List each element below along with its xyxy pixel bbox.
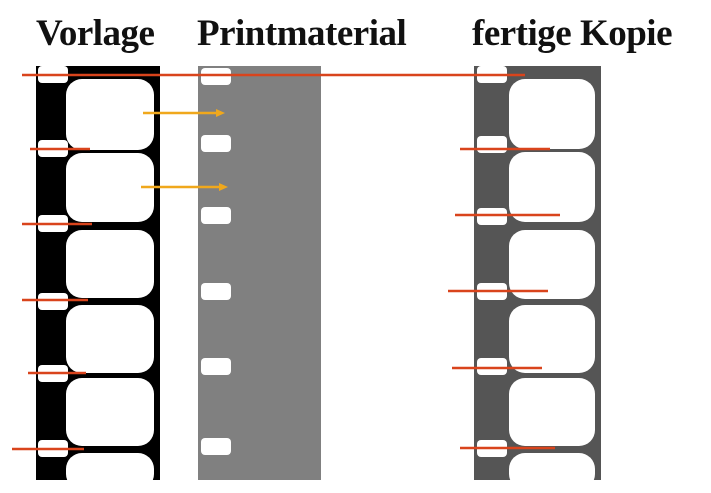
film-frame [66, 79, 154, 150]
perforation [38, 293, 68, 310]
transfer-arrow-head [216, 109, 225, 117]
transfer-arrow-head [219, 183, 228, 191]
perforation [201, 438, 231, 455]
title-finished-copy: fertige Kopie [472, 13, 673, 54]
perforation [477, 208, 507, 225]
film-frame [66, 378, 154, 446]
print-stock-base [198, 66, 321, 480]
registration-lines [12, 73, 560, 451]
perforation [201, 135, 231, 152]
film-frame [509, 79, 595, 149]
original-film-strip [36, 66, 160, 490]
film-frame [509, 305, 595, 373]
film-frame [66, 153, 154, 222]
transfer-arrows [141, 109, 228, 191]
title-original: Vorlage [36, 13, 155, 54]
perforation [477, 136, 507, 153]
perforation [201, 207, 231, 224]
film-frame [66, 230, 154, 298]
perforation [201, 358, 231, 375]
print-stock-strip [198, 66, 321, 480]
film-frame [509, 378, 595, 446]
film-frame [66, 453, 154, 490]
title-print-stock: Printmaterial [197, 13, 407, 54]
finished-copy-strip [474, 66, 601, 490]
perforation [477, 358, 507, 375]
perforation [201, 68, 231, 85]
film-frame [66, 305, 154, 373]
film-frame [509, 230, 595, 299]
film-frame [509, 152, 595, 222]
film-frame [509, 453, 595, 490]
perforation [201, 283, 231, 300]
